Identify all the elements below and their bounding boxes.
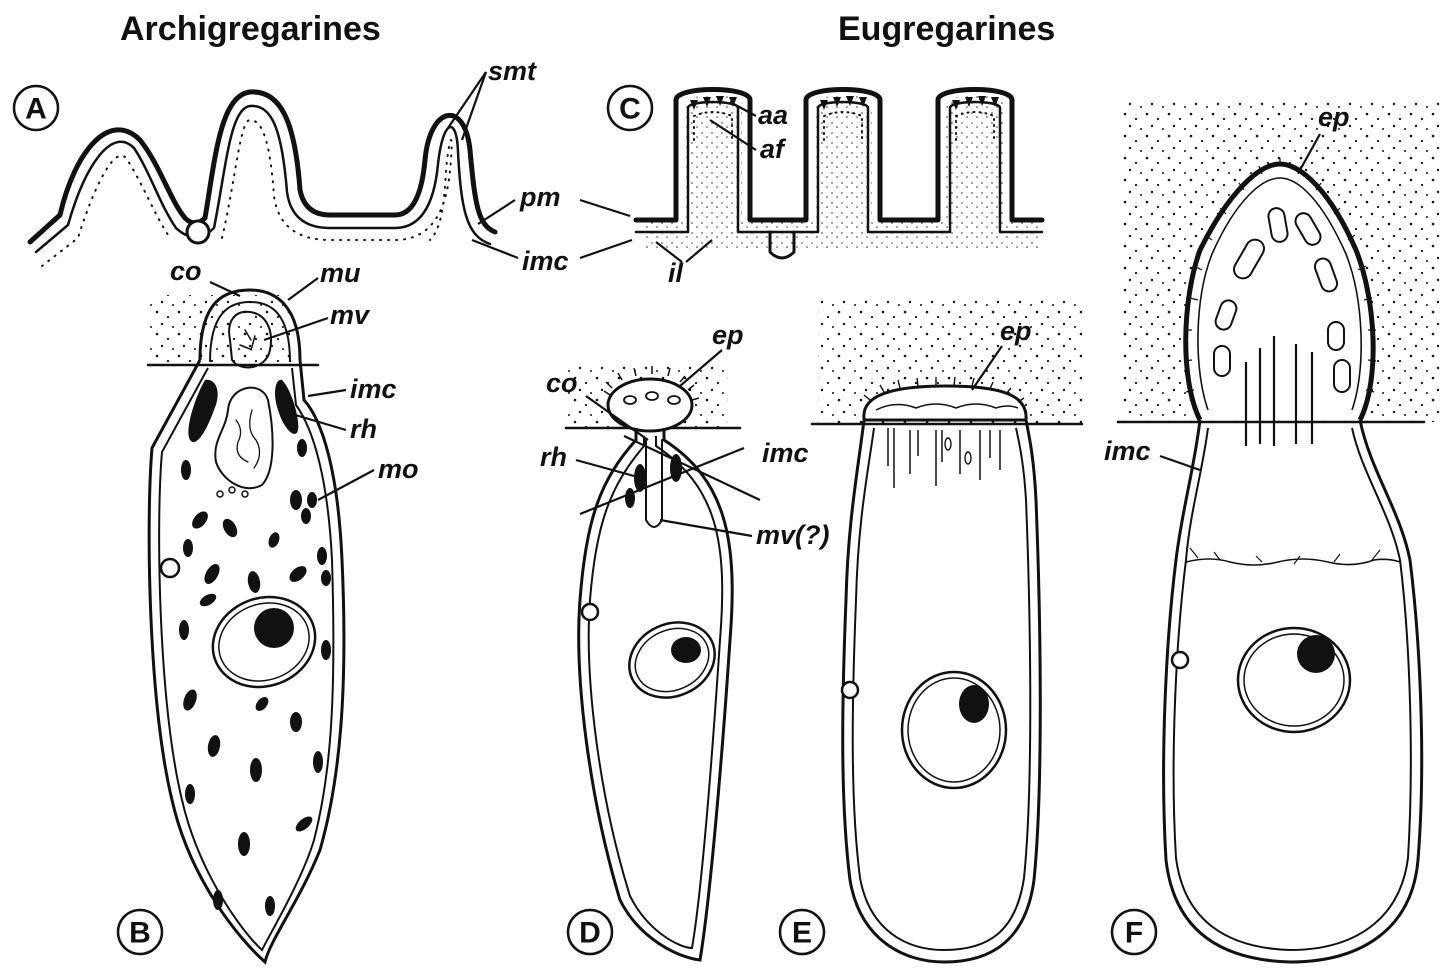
- panel-b-archigregarine-cell: B co mu mv imc rh mo: [118, 256, 419, 962]
- label-d-ep: ep: [712, 320, 744, 350]
- label-b-mu: mu: [320, 258, 361, 288]
- label-c-aa: aa: [758, 100, 788, 130]
- label-a-imc: imc: [522, 246, 569, 276]
- panel-b-organelles: [179, 439, 331, 916]
- panel-c-letter: C: [619, 93, 641, 126]
- label-a-pm: pm: [519, 182, 561, 212]
- label-b-mv: mv: [330, 300, 371, 330]
- label-e-ep: ep: [1000, 316, 1032, 346]
- label-a-smt: smt: [488, 56, 537, 86]
- panel-a-letter: A: [25, 93, 47, 126]
- label-c-af: af: [760, 134, 787, 164]
- label-b-co: co: [170, 256, 202, 286]
- label-f-ep: ep: [1318, 102, 1350, 132]
- label-b-mo: mo: [378, 454, 419, 484]
- panel-d-letter: D: [579, 917, 601, 950]
- panel-e-eugregarine-cell: E ep: [780, 300, 1082, 962]
- panel-a-surface-folds: A smt pm imc: [14, 56, 632, 276]
- panel-f-eugregarine-cell: F ep imc: [1104, 100, 1440, 962]
- heading-archigregarines: Archigregarines: [120, 10, 381, 48]
- label-d-mv: mv(?): [756, 520, 830, 550]
- panel-e-letter: E: [792, 917, 812, 950]
- label-d-imc: imc: [762, 438, 809, 468]
- label-d-rh: rh: [540, 442, 567, 472]
- heading-eugregarines: Eugregarines: [838, 10, 1055, 48]
- panel-f-letter: F: [1125, 917, 1143, 950]
- panel-b-letter: B: [129, 917, 151, 950]
- panel-d-eugregarine-cell: D ep co rh imc mv(?): [540, 320, 830, 960]
- panel-c-epicytic-folds: C aa af il: [608, 86, 1042, 288]
- label-b-rh: rh: [350, 414, 377, 444]
- label-f-imc: imc: [1104, 436, 1151, 466]
- label-d-co: co: [546, 368, 578, 398]
- label-b-imc: imc: [350, 374, 397, 404]
